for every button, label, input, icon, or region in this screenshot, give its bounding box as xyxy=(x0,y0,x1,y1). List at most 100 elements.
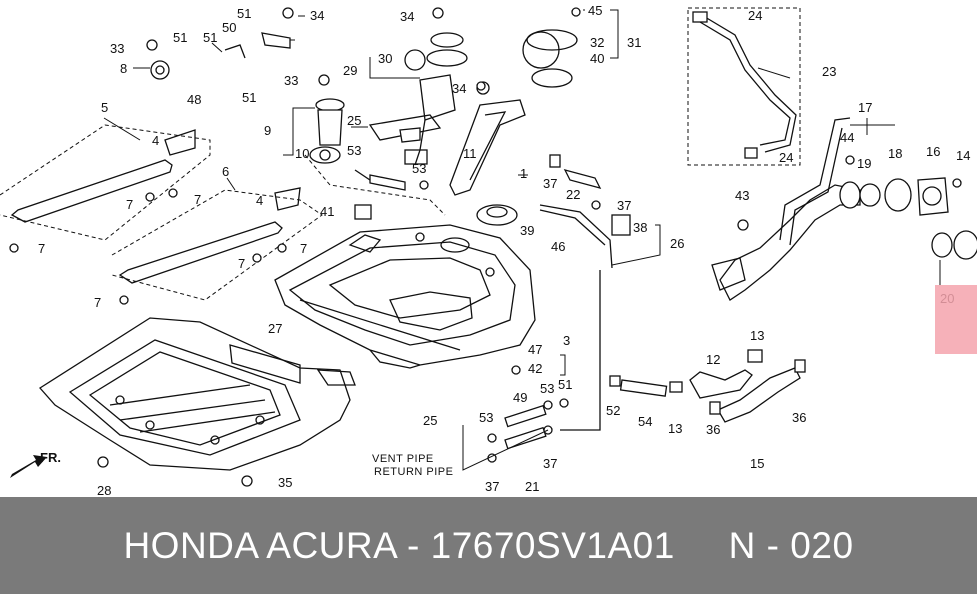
callout-49: 49 xyxy=(513,390,527,405)
callout-44: 44 xyxy=(840,130,854,145)
callout-33: 33 xyxy=(284,73,298,88)
callout-27: 27 xyxy=(268,321,282,336)
callout-42: 42 xyxy=(528,361,542,376)
callout-39: 39 xyxy=(520,223,534,238)
callout-51: 51 xyxy=(558,377,572,392)
callout-18: 18 xyxy=(888,146,902,161)
callout-29: 29 xyxy=(343,63,357,78)
callout-34: 34 xyxy=(400,9,414,24)
hose-12 xyxy=(689,369,753,399)
footer-bar: HONDA ACURA - 17670SV1A01 N - 020 xyxy=(0,497,977,594)
callout-22: 22 xyxy=(566,187,580,202)
breather-pipe-23 xyxy=(687,7,801,166)
callout-4: 4 xyxy=(152,133,159,148)
callout-7: 7 xyxy=(300,241,307,256)
callout-23: 23 xyxy=(822,64,836,79)
callout-7: 7 xyxy=(126,197,133,212)
hose-15 xyxy=(717,367,801,423)
callout-24: 24 xyxy=(779,150,793,165)
callout-37: 37 xyxy=(485,479,499,494)
callout-41: 41 xyxy=(320,204,334,219)
callout-51: 51 xyxy=(173,30,187,45)
part-number-caption: HONDA ACURA - 17670SV1A01 N - 020 xyxy=(123,524,854,566)
front-label: FR. xyxy=(40,450,61,465)
callout-53: 53 xyxy=(412,161,426,176)
callout-54: 54 xyxy=(638,414,652,429)
callout-40: 40 xyxy=(590,51,604,66)
fuel-pump-assembly xyxy=(304,98,446,216)
callout-43: 43 xyxy=(735,188,749,203)
callouts: 51 50 51 51 33 8 48 51 34 34 30 29 33 34… xyxy=(38,3,970,497)
callout-16: 16 xyxy=(926,144,940,159)
fuel-pump-1 xyxy=(449,81,526,226)
callout-53: 53 xyxy=(347,143,361,158)
callout-37: 37 xyxy=(617,198,631,213)
callout-32: 32 xyxy=(590,35,604,50)
callout-19: 19 xyxy=(857,156,871,171)
callout-24: 24 xyxy=(748,8,762,23)
filler-neck-17 xyxy=(711,117,977,301)
callout-5: 5 xyxy=(101,100,108,115)
callout-34: 34 xyxy=(310,8,324,23)
callout-30: 30 xyxy=(378,51,392,66)
callout-21: 21 xyxy=(525,479,539,494)
callout-47: 47 xyxy=(528,342,542,357)
callout-13: 13 xyxy=(750,328,764,343)
callout-34: 34 xyxy=(452,81,466,96)
callout-36: 36 xyxy=(706,422,720,437)
callout-8: 8 xyxy=(120,61,127,76)
callout-48: 48 xyxy=(187,92,201,107)
tank-strap-6 xyxy=(111,187,323,301)
callout-25: 25 xyxy=(347,113,361,128)
callout-52: 52 xyxy=(606,403,620,418)
fuel-tank-parts-diagram: FR. xyxy=(0,3,977,497)
callout-28: 28 xyxy=(97,483,111,497)
callout-36: 36 xyxy=(792,410,806,425)
callout-53: 53 xyxy=(479,410,493,425)
callout-7: 7 xyxy=(94,295,101,310)
callout-25: 25 xyxy=(423,413,437,428)
callout-50: 50 xyxy=(222,20,236,35)
callout-46: 46 xyxy=(551,239,565,254)
callout-33: 33 xyxy=(110,41,124,56)
callout-7: 7 xyxy=(38,241,45,256)
callout-12: 12 xyxy=(706,352,720,367)
callout-9: 9 xyxy=(264,123,271,138)
callout-10: 10 xyxy=(295,146,309,161)
callout-11: 11 xyxy=(463,146,477,161)
callout-7: 7 xyxy=(194,192,201,207)
fuel-tank xyxy=(274,224,536,369)
small-hoses xyxy=(504,169,668,450)
callout-15: 15 xyxy=(750,456,764,471)
callout-14: 14 xyxy=(956,148,970,163)
callout-13: 13 xyxy=(668,421,682,436)
fuel-lines-26 xyxy=(539,204,613,431)
vent-pipe-label: VENT PIPE xyxy=(372,453,434,465)
callout-38: 38 xyxy=(633,220,647,235)
return-pipe-label: RETURN PIPE xyxy=(374,466,453,478)
front-arrow: FR. xyxy=(10,450,61,478)
callout-37: 37 xyxy=(543,456,557,471)
tank-strap-5 xyxy=(0,124,211,241)
callout-6: 6 xyxy=(222,164,229,179)
fuel-gauge-unit xyxy=(399,32,468,166)
callout-45: 45 xyxy=(588,3,602,18)
part-20-highlight xyxy=(935,285,977,354)
callout-7: 7 xyxy=(238,256,245,271)
callout-51: 51 xyxy=(237,6,251,21)
callout-26: 26 xyxy=(670,236,684,251)
callout-51: 51 xyxy=(242,90,256,105)
callout-35: 35 xyxy=(278,475,292,490)
clamps-and-bolts xyxy=(9,7,962,487)
callout-17: 17 xyxy=(858,100,872,115)
callout-37: 37 xyxy=(543,176,557,191)
callout-4: 4 xyxy=(256,193,263,208)
leader-lines xyxy=(103,9,941,471)
callout-3: 3 xyxy=(563,333,570,348)
under-cover-27 xyxy=(39,317,356,471)
callout-53: 53 xyxy=(540,381,554,396)
callout-51: 51 xyxy=(203,30,217,45)
callout-31: 31 xyxy=(627,35,641,50)
callout-1: 1 xyxy=(520,166,527,181)
